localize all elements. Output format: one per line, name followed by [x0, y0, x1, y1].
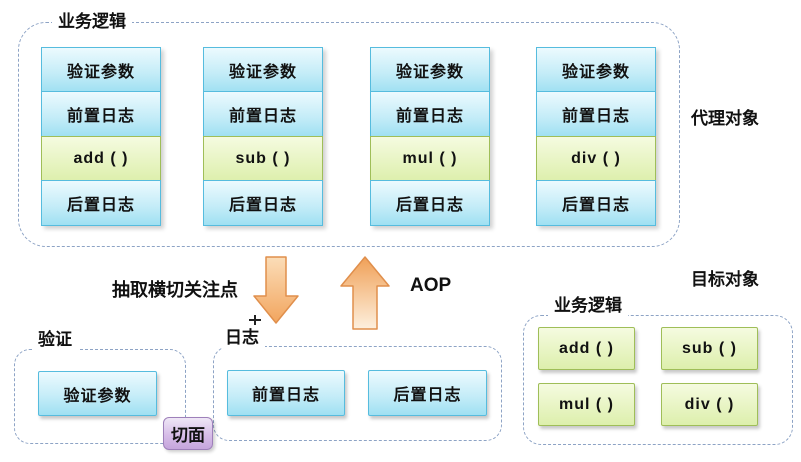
- validate-params-box: 验证参数: [203, 47, 323, 93]
- validate-params-box: 验证参数: [41, 47, 161, 93]
- extract-concerns-label: 抽取横切关注点: [112, 280, 238, 300]
- pre-log-box: 前置日志: [41, 91, 161, 138]
- validation-group-frame: [14, 349, 186, 444]
- post-log-box: 后置日志: [536, 180, 656, 227]
- target-side-label: 目标对象: [691, 270, 759, 289]
- validate-params-box: 验证参数: [370, 47, 490, 93]
- target-group-label: 业务逻辑: [548, 296, 628, 316]
- method-mul-box: mul ( ): [538, 383, 635, 426]
- logging-group-label: 日志: [219, 328, 265, 348]
- method-sub-box: sub ( ): [661, 327, 758, 370]
- up-arrow-icon: [340, 256, 390, 330]
- proxy-column-sub: 验证参数 前置日志 sub ( ) 后置日志: [203, 47, 323, 227]
- proxy-side-label: 代理对象: [691, 109, 759, 128]
- pre-log-box: 前置日志: [203, 91, 323, 138]
- pre-log-box: 前置日志: [536, 91, 656, 138]
- proxy-object-group-frame: [18, 22, 680, 247]
- proxy-column-add: 验证参数 前置日志 add ( ) 后置日志: [41, 47, 161, 227]
- proxy-column-div: 验证参数 前置日志 div ( ) 后置日志: [536, 47, 656, 227]
- aop-label: AOP: [410, 275, 452, 296]
- proxy-column-mul: 验证参数 前置日志 mul ( ) 后置日志: [370, 47, 490, 227]
- validate-params-box: 验证参数: [536, 47, 656, 93]
- pre-log-box: 前置日志: [370, 91, 490, 138]
- post-log-box: 后置日志: [370, 180, 490, 227]
- method-add-box: add ( ): [41, 135, 161, 182]
- post-log-box: 后置日志: [41, 180, 161, 227]
- method-div-box: div ( ): [536, 135, 656, 182]
- validate-params-box: 验证参数: [38, 371, 157, 416]
- proxy-group-label: 业务逻辑: [52, 12, 132, 32]
- target-group-frame: [523, 315, 793, 445]
- pre-log-box: 前置日志: [227, 370, 345, 416]
- method-mul-box: mul ( ): [370, 135, 490, 182]
- method-add-box: add ( ): [538, 327, 635, 370]
- post-log-box: 后置日志: [368, 370, 487, 416]
- down-arrow-icon: [253, 256, 299, 324]
- aspect-box: 切面: [163, 417, 213, 450]
- logging-group-frame: [213, 346, 502, 441]
- validation-group-label: 验证: [32, 330, 78, 350]
- post-log-box: 后置日志: [203, 180, 323, 227]
- crosshair-cursor: [249, 315, 261, 325]
- method-div-box: div ( ): [661, 383, 758, 426]
- method-sub-box: sub ( ): [203, 135, 323, 182]
